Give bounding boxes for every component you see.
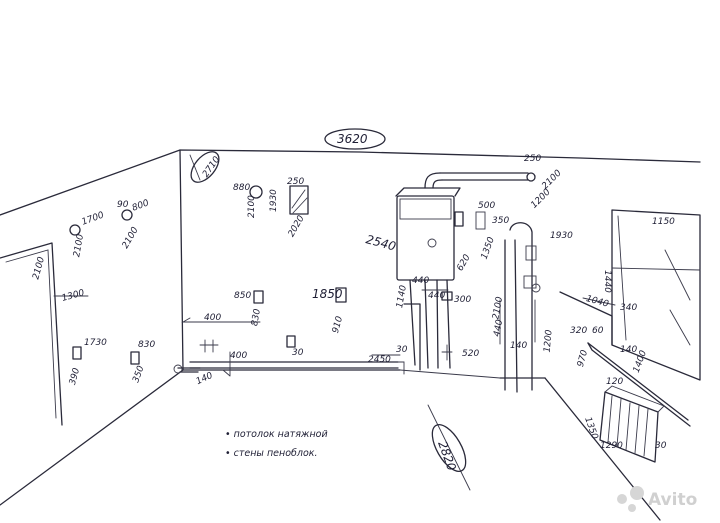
boiler-group [395,172,536,371]
dim-2100d: 2100 [31,256,47,281]
dim-320: 320 [570,326,587,336]
dimension-leaders [53,154,616,491]
dim-500: 500 [478,201,495,211]
dim-830: 830 [138,340,155,350]
dim-2540: 2540 [364,232,397,254]
dim-970: 970 [576,349,590,368]
dim-1440: 1440 [602,270,612,293]
dim-1140: 1140 [395,284,409,309]
logo-dot-icon [617,494,627,504]
floor-length-ellipse [431,424,467,472]
dim-1930b: 1930 [550,231,573,241]
dim-140c: 140 [620,345,637,355]
radiator [599,385,665,463]
dim-30b: 30 [396,345,408,355]
dim-2450: 2450 [368,355,391,365]
logo-dot-icon [630,486,644,500]
dim-830b: 830 [250,308,263,327]
dim-350b: 350 [492,216,509,226]
avito-logo: Avito [617,486,697,512]
dim-2100f: 2100 [491,296,505,321]
dim-440c: 440 [492,319,505,338]
dim-250a: 250 [287,177,304,187]
dim-440a: 440 [412,276,429,286]
dim-390: 390 [68,367,82,386]
dim-2020: 2020 [287,214,307,239]
dim-1700: 1700 [80,210,105,227]
dim-250b: 250 [524,154,541,164]
dim-30: 30 [292,348,304,358]
dim-1350: 1350 [480,236,497,261]
dim-1200: 1200 [543,329,555,353]
dim-1300: 1300 [61,288,86,304]
fixtures [69,185,464,365]
dim-120: 120 [606,377,623,387]
dim-440b: 440 [428,291,445,301]
water-pipes [173,344,453,377]
dim-1930a: 1930 [269,189,279,212]
dim-30c: 30 [655,441,667,451]
dim-620: 620 [455,253,472,273]
dim-90: 90 [117,200,129,210]
dim-340: 340 [620,303,637,313]
room-outline [0,149,701,521]
riser-pipes [475,211,541,393]
dim-1200-top: 1200 [529,187,552,210]
dim-1040: 1040 [585,294,610,310]
dim-400a: 400 [204,313,221,323]
dim-910: 910 [331,315,345,334]
dim-520: 520 [462,349,479,359]
note-ceiling: • потолок натяжной [225,429,328,440]
dim-350: 350 [131,364,146,384]
note-walls: • стены пеноблок. [225,448,318,459]
room-width-ellipse [324,128,386,150]
dim-60: 60 [592,326,604,336]
dim-400b: 400 [230,351,247,361]
dim-1150: 1150 [652,217,675,227]
logo-dot-icon [628,504,636,512]
ceiling-height-ellipse [190,151,220,183]
dim-880: 880 [233,183,250,193]
room-width-label: 3620 [337,132,368,146]
dim-1350b: 1350 [582,416,599,441]
watermark-text: Avito [648,490,697,510]
dim-2100c: 2100 [72,233,86,258]
dim-140: 140 [195,371,215,387]
dim-800: 800 [131,198,151,213]
dimension-labels: 880 250 1930 2100 2020 1700 90 800 2100 … [31,154,675,473]
dim-2820: 2820 [435,439,459,473]
dim-140b: 140 [510,341,527,351]
dim-1850: 1850 [312,287,343,301]
dim-2100b: 2100 [121,225,141,250]
dim-1290: 1290 [600,441,623,451]
dim-1730: 1730 [84,338,107,348]
dim-300: 300 [454,295,471,305]
dim-2100a: 2100 [247,195,257,218]
dim-850: 850 [234,291,251,301]
